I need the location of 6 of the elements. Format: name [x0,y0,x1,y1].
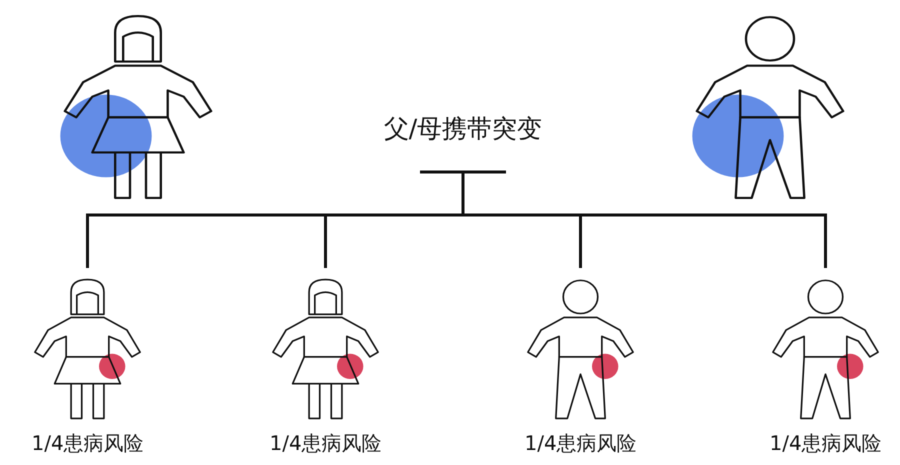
risk-label: 1/4患病风险 [770,430,882,457]
risk-label: 1/4患病风险 [270,430,382,457]
risk-label: 1/4患病风险 [32,430,144,457]
risk-label: 1/4患病风险 [524,430,637,457]
heading-text: 父/母携带突变 [382,113,544,145]
tree-connector [462,172,827,268]
